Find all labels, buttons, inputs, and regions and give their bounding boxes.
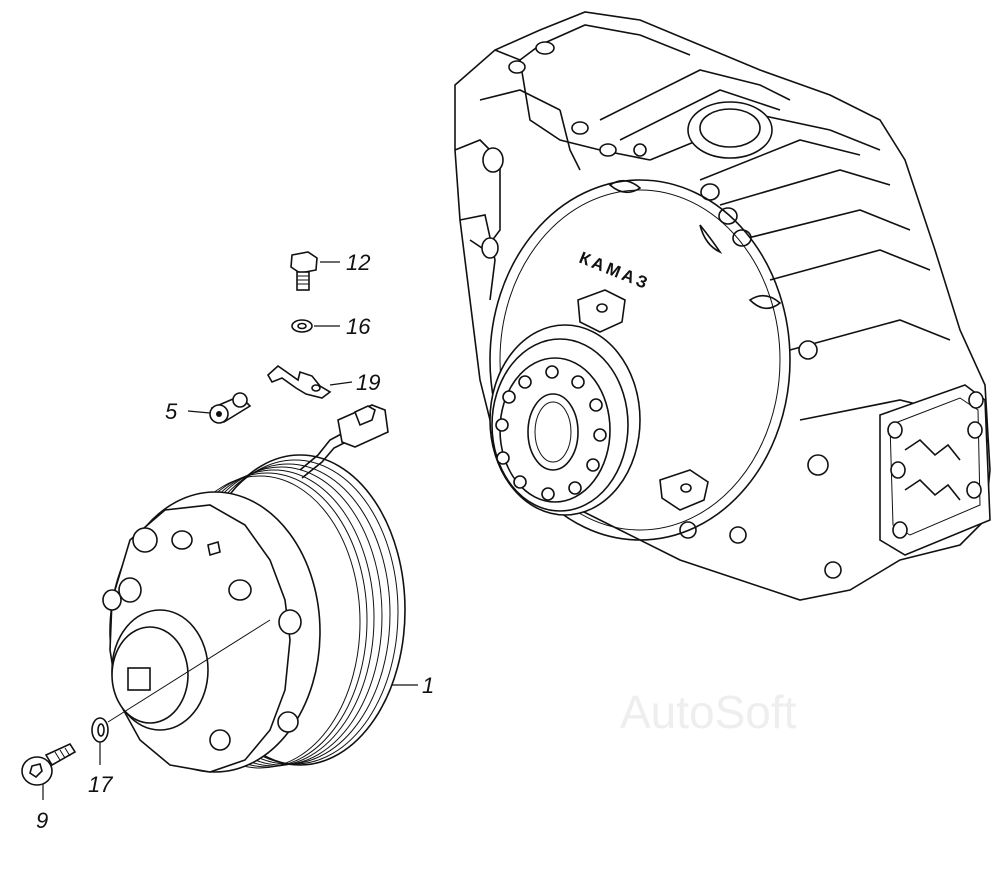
part-9-socket-bolt [21, 742, 77, 786]
callout-5: 5 [165, 399, 178, 424]
callout-1: 1 [422, 673, 434, 698]
part-1-fan-clutch [102, 454, 406, 773]
part-19-clamp [266, 364, 332, 399]
sensor-wire-connector [299, 404, 389, 479]
callout-17: 17 [88, 772, 113, 797]
gearbox-housing: КАМАЗ [454, 11, 991, 601]
part-17-washer [91, 717, 109, 743]
callout-9: 9 [36, 808, 48, 833]
watermark-text: AutoSoft [620, 686, 797, 738]
callout-19: 19 [356, 370, 380, 395]
part-5-bushing [209, 392, 252, 424]
callout-16: 16 [346, 314, 371, 339]
part-12-bolt [290, 251, 318, 291]
hub-bolt-circle [495, 365, 607, 501]
callout-12: 12 [346, 250, 370, 275]
part-16-washer [291, 319, 313, 333]
